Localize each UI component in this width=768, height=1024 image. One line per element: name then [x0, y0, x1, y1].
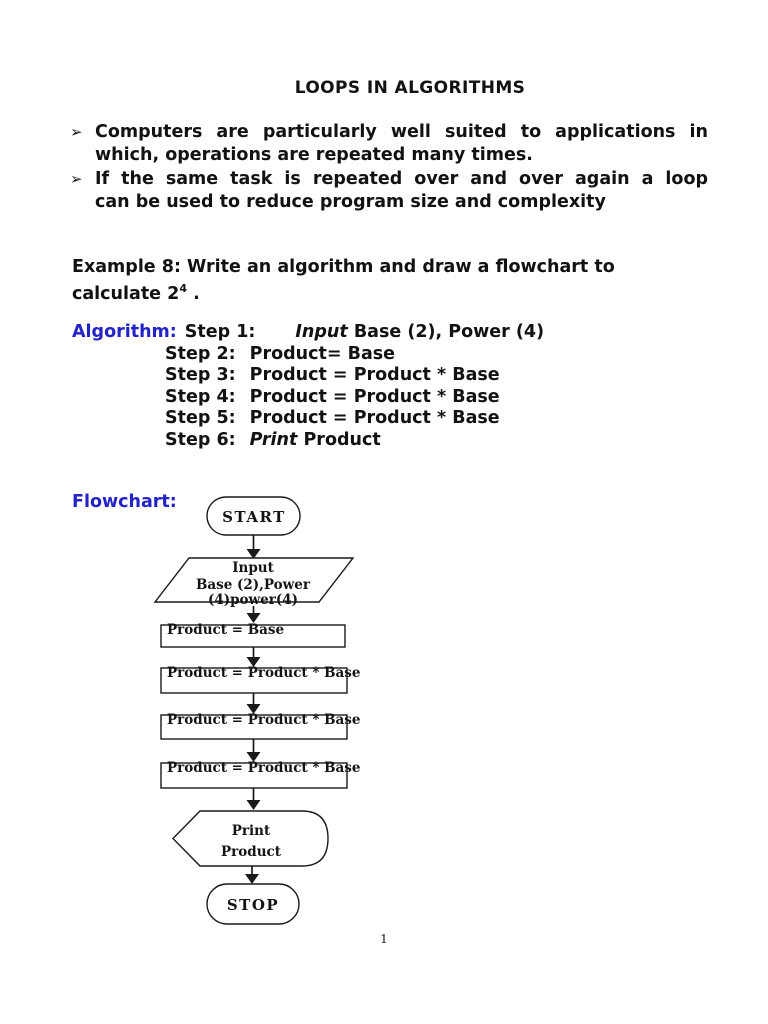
bullet-line: which, operations are repeated many time… [95, 145, 533, 165]
flowchart-diagram: START Input Base (2),Power (4)power(4) P… [153, 496, 360, 925]
algorithm-step: Algorithm:Step 1:Input Base (2), Power (… [72, 322, 545, 342]
arrow-head-icon [246, 752, 261, 762]
algorithm-step: Step 3:Product = Product * Base [165, 365, 500, 386]
flowchart-input-line2: Base (2),Power [196, 577, 311, 593]
flowchart-process4-label: Product = Product * Base [167, 760, 360, 776]
exponent: 4 [179, 282, 187, 295]
flowchart-input-parallelogram [153, 557, 355, 603]
page-title: LOOPS IN ALGORITHMS [294, 78, 526, 98]
arrow-head-icon [246, 704, 261, 714]
page-number: 1 [380, 931, 388, 946]
example-line: calculate 24 . [72, 282, 200, 304]
flowchart-process2-box [160, 667, 348, 694]
flowchart-stop-terminal [206, 883, 300, 925]
algorithm-step: Step 2:Product= Base [165, 343, 396, 364]
arrow-head-icon [246, 800, 261, 810]
flowchart-input-line3: (4)power(4) [208, 592, 298, 608]
arrow-head-icon [246, 657, 261, 667]
algorithm-step: Step 4:Product = Product * Base [165, 386, 500, 407]
bullet-arrow-icon: ➢ [70, 123, 83, 141]
arrow-head-icon [246, 613, 261, 623]
flowchart-start-label: START [222, 508, 286, 526]
flowchart-heading: Flowchart: [72, 492, 177, 512]
algorithm-step: Step 5:Product = Product * Base [165, 408, 500, 429]
bullet-item: ➢ Computers are particularly well suited… [70, 121, 708, 167]
example-line: Example 8: Write an algorithm and draw a… [72, 257, 615, 277]
flowchart-print-line2: Product [221, 844, 282, 860]
bullet-line: can be used to reduce program size and c… [95, 192, 606, 212]
arrow-head-icon [245, 874, 259, 884]
flowchart-process3-label: Product = Product * Base [167, 712, 360, 728]
flowchart-process4-box [160, 762, 348, 789]
algorithm-step: Step 6:Print Product [165, 429, 381, 450]
algorithm-block: Algorithm:Step 1:Input Base (2), Power (… [72, 322, 712, 452]
bullet-line: Computers are particularly well suited t… [95, 122, 708, 142]
bullet-arrow-icon: ➢ [70, 170, 83, 188]
flowchart-input-line1: Input [232, 560, 274, 576]
flowchart-process1-label: Product = Base [167, 622, 284, 638]
algorithm-heading: Algorithm: [72, 322, 177, 342]
example-paragraph: Example 8: Write an algorithm and draw a… [72, 256, 712, 305]
flowchart-print-line1: Print [232, 823, 271, 839]
bullet-list: ➢ Computers are particularly well suited… [70, 121, 708, 215]
flowchart-stop-label: STOP [227, 896, 279, 914]
flowchart-process3-box [160, 714, 348, 740]
arrow-head-icon [246, 549, 261, 559]
bullet-line: If the same task is repeated over and ov… [95, 169, 708, 189]
flowchart-print-shape [172, 810, 329, 867]
flowchart-process2-label: Product = Product * Base [167, 665, 360, 681]
bullet-item: ➢ If the same task is repeated over and … [70, 168, 708, 214]
